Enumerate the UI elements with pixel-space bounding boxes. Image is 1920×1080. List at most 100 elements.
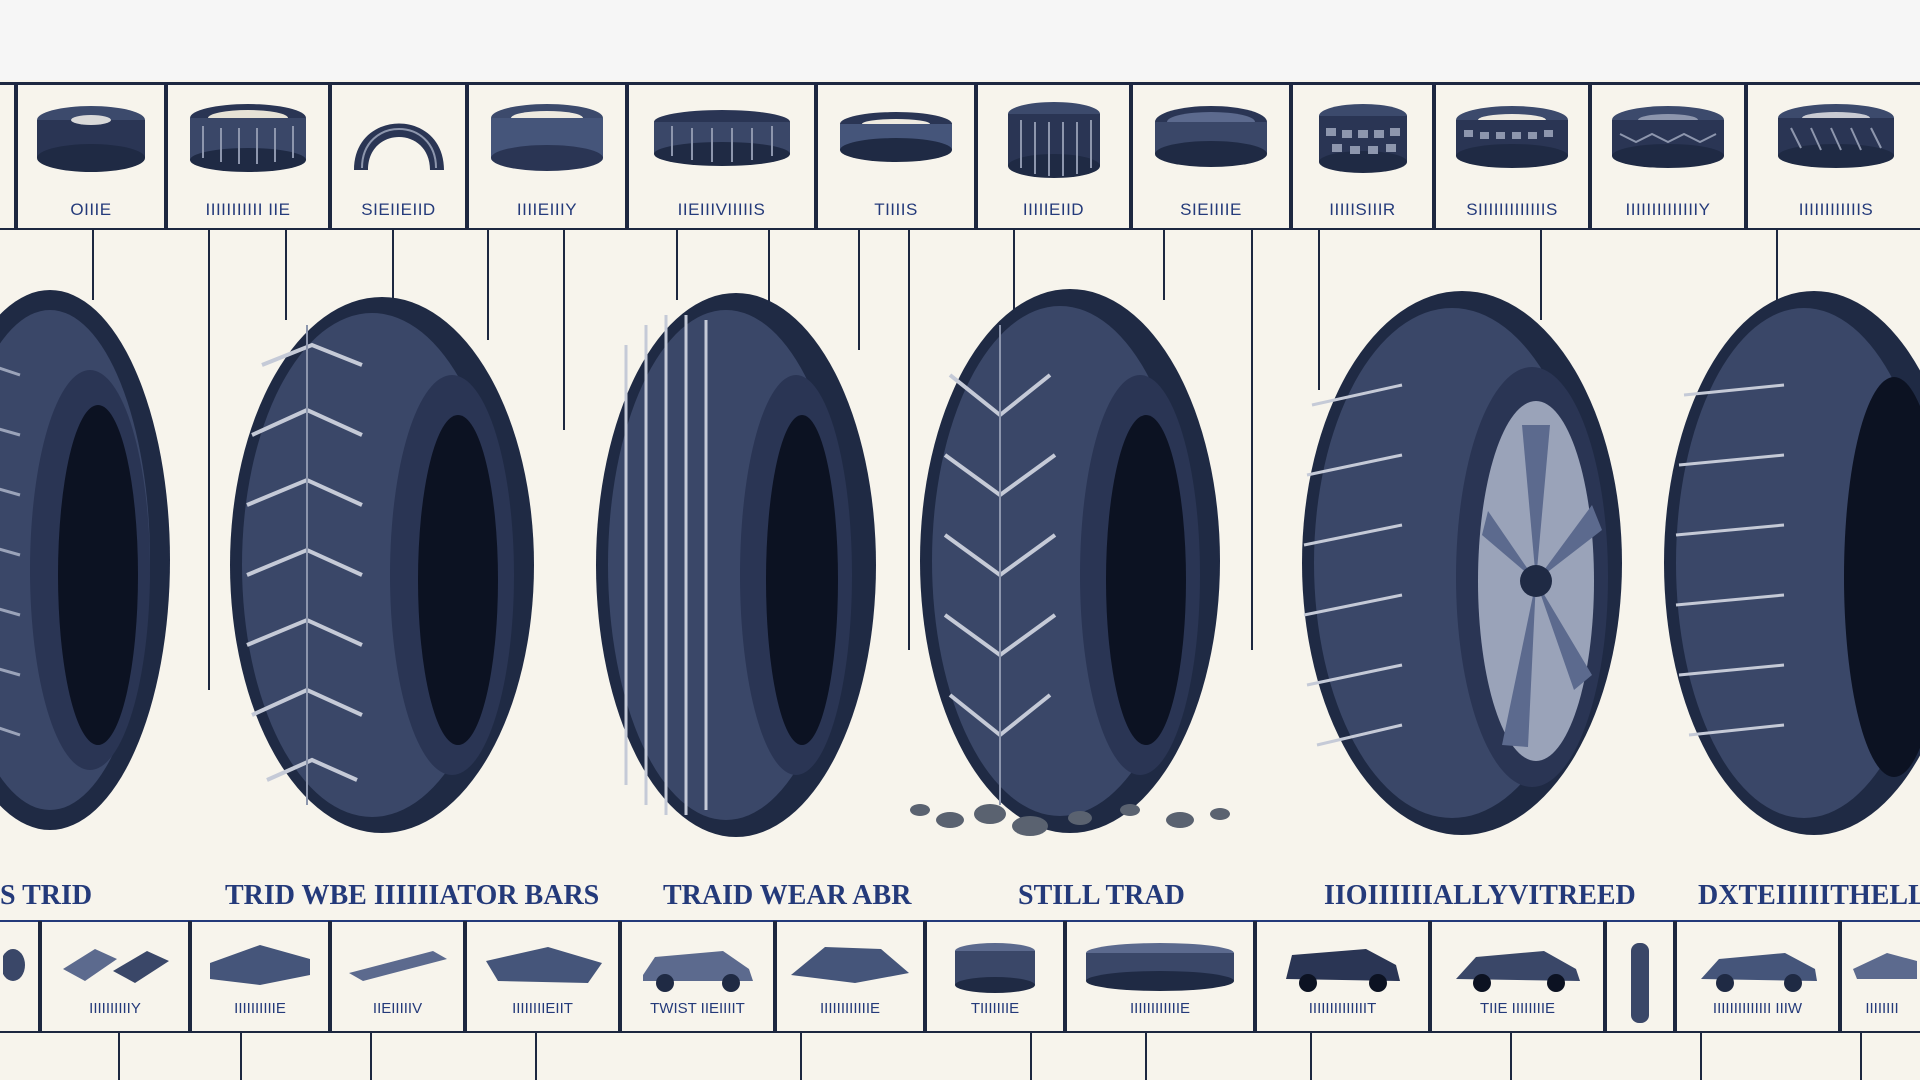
tread-chunk-icon [1853, 953, 1917, 979]
detail-cell [0, 921, 40, 1031]
pattern-tire-icon [1612, 106, 1724, 168]
block-tire-icon [1318, 104, 1407, 173]
knobby-tire-icon [1456, 106, 1568, 168]
detail-label: TIIIIIIIE [970, 1000, 1020, 1017]
leader-line [208, 230, 210, 690]
detail-label: IIIIIIIIIIY [89, 1000, 141, 1017]
legend-label: IIIIIEIID [1022, 200, 1085, 219]
detail-cell: TIIIIIIIE [925, 921, 1065, 1031]
suv-icon [1285, 949, 1400, 992]
ring-tire-icon [1155, 106, 1267, 167]
tire-roll-icon [955, 943, 1035, 993]
caption-3: TRAID WEAR ABR [663, 880, 912, 911]
tire-illustration-6 [1664, 291, 1920, 835]
leader-line [1310, 1033, 1312, 1080]
detail-label: IIIIIIIIIIIIII IIIW [1712, 1000, 1803, 1017]
caption-1: S TRID [0, 880, 93, 911]
slim-tire-icon [840, 112, 952, 162]
tire-illustration-3 [596, 293, 876, 837]
coupe-icon [1700, 953, 1817, 992]
detail-label: TIIE IIIIIIIIE [1479, 1000, 1555, 1017]
arch-tire-icon [353, 123, 444, 170]
legend-label: IIIIIIIIIII IIE [205, 200, 291, 219]
valve-icon [1631, 943, 1649, 1023]
tire-tread-icon [190, 104, 306, 172]
tire-illustration-1 [0, 290, 170, 830]
leader-line [800, 1033, 802, 1080]
legend-cell: SIIIIIIIIIIIIIS [1434, 84, 1590, 230]
leader-line [92, 230, 94, 300]
tire-illustration-5 [1302, 291, 1622, 835]
tread-piece-icon [3, 949, 25, 981]
detail-cell: TWIST IIEIIIIT [620, 921, 775, 1031]
legend-label: SIIIIIIIIIIIIIS [1466, 200, 1558, 219]
tread-strip-icon [348, 951, 447, 981]
tread-block-icon [210, 945, 310, 985]
detail-label: IIIIIIIIIIIIE [1129, 1000, 1190, 1017]
tire-side-icon [491, 104, 603, 171]
detail-cell: TIIE IIIIIIIIE [1430, 921, 1605, 1031]
leader-line [240, 1033, 242, 1080]
tread-long-icon [1086, 943, 1234, 991]
leader-line [1145, 1033, 1147, 1080]
tread-sheet-icon [791, 947, 909, 983]
legend-cell: OIIIE [16, 84, 166, 230]
legend-label: SIEIIIIE [1180, 200, 1242, 219]
legend-label: SIEIIEIID [361, 200, 436, 219]
leader-line [118, 1033, 120, 1080]
sedan-icon [1455, 951, 1580, 992]
detail-label: IIIIIIIIEIIT [512, 1000, 573, 1017]
legend-cell: IIIIIEIID [976, 84, 1131, 230]
legend-bottom-rule [0, 228, 1920, 230]
detail-cell: IIIIIIIIIIY [40, 921, 190, 1031]
top-rule [0, 82, 1920, 85]
leader-line [1013, 230, 1015, 310]
car-icon [642, 951, 753, 992]
leader-line [370, 1033, 372, 1080]
detail-label: IIIIIIIIIIE [234, 1000, 286, 1017]
legend-cell: SIEIIIIE [1131, 84, 1291, 230]
caption-6: DXTEIIIIITHELLYTR [1698, 880, 1920, 911]
tire-illustration-2 [230, 297, 534, 833]
legend-label: IIIIISIIIR [1329, 200, 1396, 219]
flat-tire-icon [37, 106, 145, 172]
leader-line [535, 1033, 537, 1080]
top-margin [0, 0, 1920, 80]
legend-cell: SIEIIEIID [330, 84, 467, 230]
caption-4: STILL TRAD [1018, 880, 1185, 911]
leader-line [858, 230, 860, 350]
detail-cell: IIIIIIIIIIIIE [775, 921, 925, 1031]
strip-bottom-rule [0, 1031, 1920, 1033]
leader-line [1700, 1033, 1702, 1080]
legend-label: IIIIIIIIIIIIIIY [1625, 200, 1711, 219]
debris [910, 804, 1230, 836]
leader-line [1163, 230, 1165, 300]
leader-line [768, 230, 770, 320]
leader-line [285, 230, 287, 320]
leader-line [1540, 230, 1542, 320]
leader-line [563, 230, 565, 430]
detail-cell: IIIIIIIIEIIT [465, 921, 620, 1031]
legend-cell: IIIIISIIIR [1291, 84, 1434, 230]
leader-line [1510, 1033, 1512, 1080]
legend-label: TIIIIS [874, 200, 918, 219]
detail-cell: IIEIIIIIV [330, 921, 465, 1031]
tall-tire-icon [1007, 102, 1100, 178]
detail-label: IIIIIIIIIIIIIIT [1308, 1000, 1377, 1017]
detail-label: IIIIIIII [1865, 1000, 1899, 1017]
legend-label: IIIIEIIIY [516, 200, 578, 219]
leader-line [1860, 1033, 1862, 1080]
detail-cell: IIIIIIIIIIIIII IIIW [1675, 921, 1840, 1031]
legend-label: OIIIE [70, 200, 112, 219]
tire-illustration-4 [920, 289, 1220, 833]
caption-5: IIOIIIIIIALLYVITREED [1324, 880, 1636, 911]
detail-label: IIIIIIIIIIIIE [819, 1000, 880, 1017]
tread-pair-icon [63, 949, 169, 983]
wear-detail-strip: IIIIIIIIIIY IIIIIIIIIIE IIEIIIIIV IIIIII… [0, 921, 1920, 1031]
leader-line [1776, 230, 1778, 310]
detail-cell: IIIIIIIIIIIIE [1065, 921, 1255, 1031]
caption-2: TRID WBE IIIIIIATOR BARS [225, 880, 600, 911]
detail-label: IIEIIIIIV [372, 1000, 423, 1017]
leader-line [1030, 1033, 1032, 1080]
caption-rule [0, 920, 1920, 922]
